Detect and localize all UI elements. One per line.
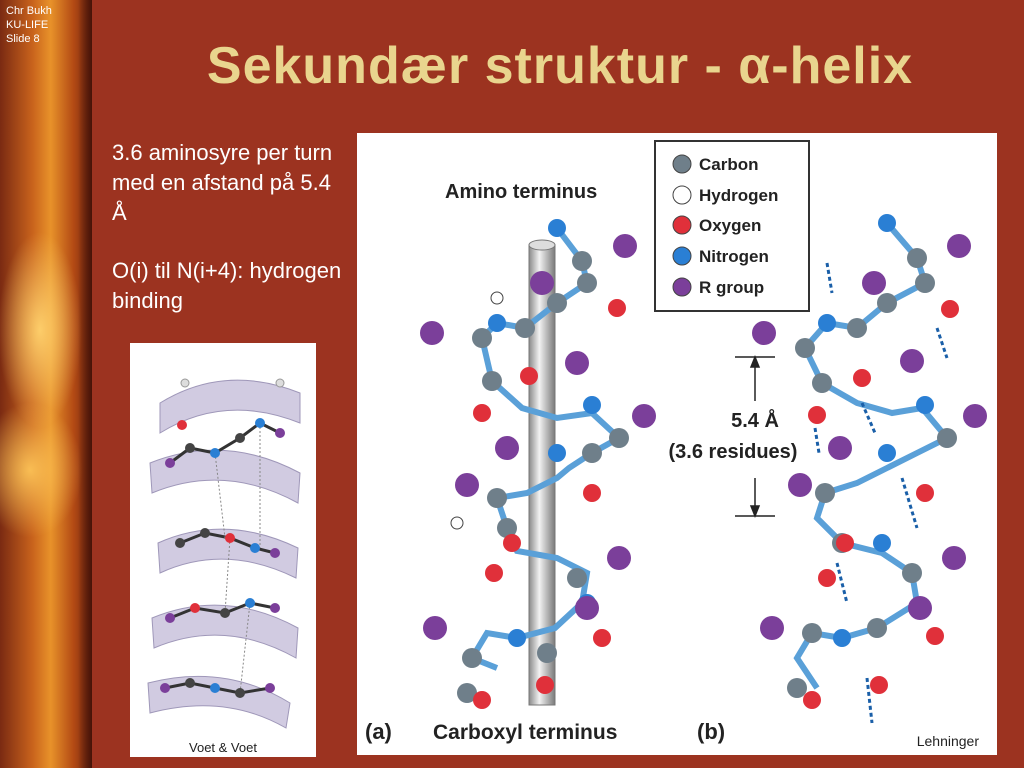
helix-b-atoms xyxy=(752,214,987,709)
panel-a-label: (a) xyxy=(365,719,392,744)
voet-helix-image: Voet & Voet xyxy=(130,343,316,757)
legend-label: Nitrogen xyxy=(699,247,769,266)
lehninger-figure: Amino terminus Carbon Hydrogen Oxygen Ni… xyxy=(357,133,997,755)
atom-legend: Carbon Hydrogen Oxygen Nitrogen R group xyxy=(654,140,810,312)
oxygen-legend-icon xyxy=(672,215,692,235)
r-group-legend-icon xyxy=(672,277,692,297)
bullet-item: 3.6 aminosyre per turn med en afstand på… xyxy=(112,140,333,225)
bullet-list: 3.6 aminosyre per turn med en afstand på… xyxy=(112,138,348,344)
alpha-helix-models: Amino terminus Carbon Hydrogen Oxygen Ni… xyxy=(365,140,987,744)
residues-label: (3.6 residues) xyxy=(669,441,798,463)
distance-marker xyxy=(735,354,775,519)
slide-number: Slide 8 xyxy=(6,33,40,45)
legend-label: Oxygen xyxy=(699,216,761,235)
nitrogen-legend-icon xyxy=(672,246,692,266)
org-label: KU-LIFE xyxy=(6,19,49,31)
carbon-legend-icon xyxy=(672,154,692,174)
slide-title: Sekundær struktur - α-helix xyxy=(206,37,914,95)
sidebar-decoration xyxy=(0,0,92,768)
amino-terminus-label: Amino terminus xyxy=(445,181,597,203)
lehninger-credit: Lehninger xyxy=(916,733,979,749)
author-label: Chr Bukh xyxy=(6,5,52,17)
legend-label: Hydrogen xyxy=(699,186,778,205)
distance-label: 5.4 Å xyxy=(731,408,779,432)
hydrogen-legend-icon xyxy=(672,185,692,205)
legend-label: R group xyxy=(699,278,764,297)
voet-credit: Voet & Voet xyxy=(189,740,257,755)
panel-b-label: (b) xyxy=(697,719,725,744)
helix-a-atoms xyxy=(420,219,656,709)
hydrogen-bond-lines xyxy=(813,262,949,724)
legend-label: Carbon xyxy=(699,155,759,174)
slide-meta: Chr Bukh KU-LIFE Slide 8 xyxy=(6,4,52,46)
carboxyl-terminus-label: Carboxyl terminus xyxy=(433,721,617,744)
bullet-item: O(i) til N(i+4): hydrogen binding xyxy=(112,258,342,313)
ribbon-helix-drawing xyxy=(147,378,301,729)
